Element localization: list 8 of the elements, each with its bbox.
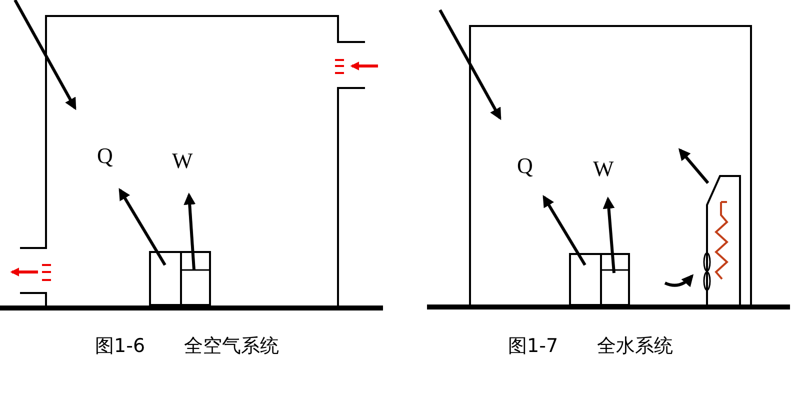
- quantity-symbol: Q: [517, 155, 533, 177]
- quantity-symbol: Q: [97, 145, 113, 167]
- quantity-symbol: W: [172, 150, 193, 172]
- figure-number: 图1-6: [95, 337, 146, 356]
- quantity-symbol: W: [593, 158, 614, 180]
- figure-number: 图1-7: [508, 337, 558, 356]
- figure-caption: 全空气系统: [184, 337, 279, 356]
- figure-caption: 全水系统: [597, 337, 673, 356]
